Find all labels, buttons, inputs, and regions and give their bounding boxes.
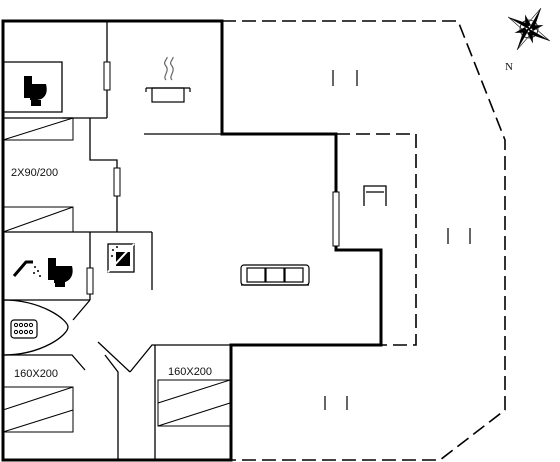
bunk-room-label: 2X90/200 <box>11 167 58 179</box>
sofa-icon <box>240 264 310 286</box>
sauna-icon <box>107 243 135 273</box>
interior-walls <box>3 21 231 460</box>
window <box>86 267 94 295</box>
terrace-markers <box>324 70 471 410</box>
toilet-icon <box>48 258 73 287</box>
window <box>332 191 340 247</box>
bedroom-left-label: 160X200 <box>14 368 58 380</box>
compass-north-label: N <box>505 61 513 73</box>
compass-rose-icon <box>508 8 550 50</box>
window <box>103 61 111 91</box>
window <box>113 167 121 197</box>
shower-icon <box>12 260 41 277</box>
bed <box>2 206 74 233</box>
terrace-outline <box>222 20 506 461</box>
bed <box>2 386 74 433</box>
exterior-walls <box>1 19 383 462</box>
bed <box>157 379 231 427</box>
cooking-pot-icon <box>145 56 191 103</box>
bedroom-right-label: 160X200 <box>168 366 212 378</box>
toilet-icon <box>24 76 47 106</box>
chair-icon <box>363 185 387 206</box>
bed <box>2 117 74 141</box>
windows <box>86 61 340 295</box>
whirlpool-icon <box>2 299 69 356</box>
